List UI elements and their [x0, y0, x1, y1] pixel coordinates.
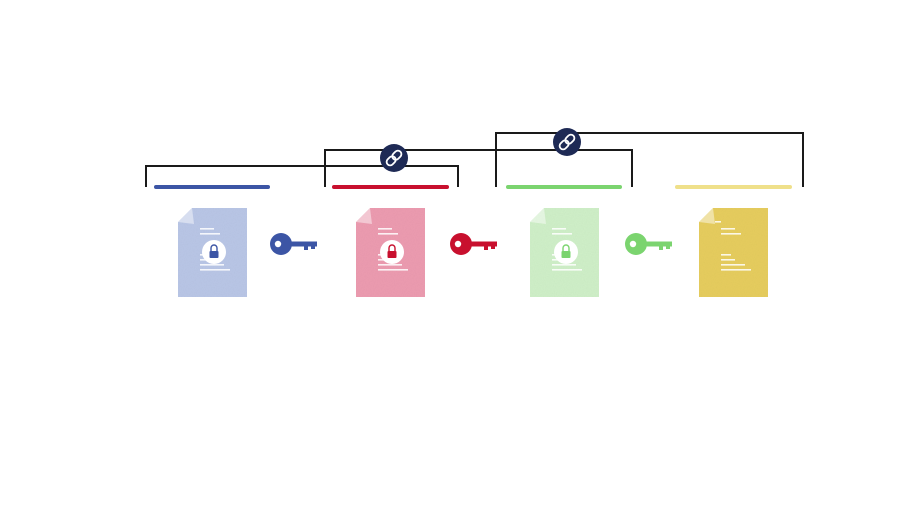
bar-doc4 — [675, 185, 792, 189]
document-sheet — [699, 208, 768, 297]
text-line — [200, 264, 224, 266]
text-line — [715, 221, 721, 223]
link-brackets — [145, 132, 804, 187]
text-line — [721, 269, 751, 271]
text-line — [378, 269, 408, 271]
padlock-icon — [202, 240, 226, 264]
document-color-bars — [154, 185, 792, 189]
text-line — [552, 269, 582, 271]
bracket-doc3-doc4 — [495, 132, 804, 187]
bar-doc3 — [506, 185, 622, 189]
document-1 — [178, 208, 247, 297]
chain-link-icon — [553, 128, 581, 156]
text-line — [721, 259, 735, 261]
padlock-icon — [554, 240, 578, 264]
key-2-icon — [450, 233, 497, 255]
document-fold — [530, 208, 546, 224]
text-line — [378, 264, 402, 266]
text-line — [200, 228, 214, 230]
document-text-lines — [715, 221, 751, 271]
document-2 — [356, 208, 425, 297]
chain-link-icon — [380, 144, 408, 172]
bar-doc1 — [154, 185, 270, 189]
bracket-doc1-doc2 — [145, 165, 459, 187]
text-line — [378, 233, 398, 235]
key-3-icon — [625, 233, 672, 255]
bracket-doc2-doc3 — [324, 149, 633, 187]
text-line — [200, 269, 230, 271]
text-line — [721, 254, 731, 256]
document-4 — [699, 208, 768, 297]
bar-doc2 — [332, 185, 449, 189]
padlock-icon — [380, 240, 404, 264]
key-1-icon — [270, 233, 317, 255]
text-line — [721, 233, 741, 235]
document-fold — [178, 208, 194, 224]
document-3 — [530, 208, 599, 297]
text-line — [200, 233, 220, 235]
document-fold — [699, 208, 715, 224]
text-line — [721, 264, 745, 266]
text-line — [552, 228, 566, 230]
text-line — [552, 264, 576, 266]
text-line — [378, 228, 392, 230]
document-fold — [356, 208, 372, 224]
text-line — [721, 228, 735, 230]
text-line — [552, 233, 572, 235]
